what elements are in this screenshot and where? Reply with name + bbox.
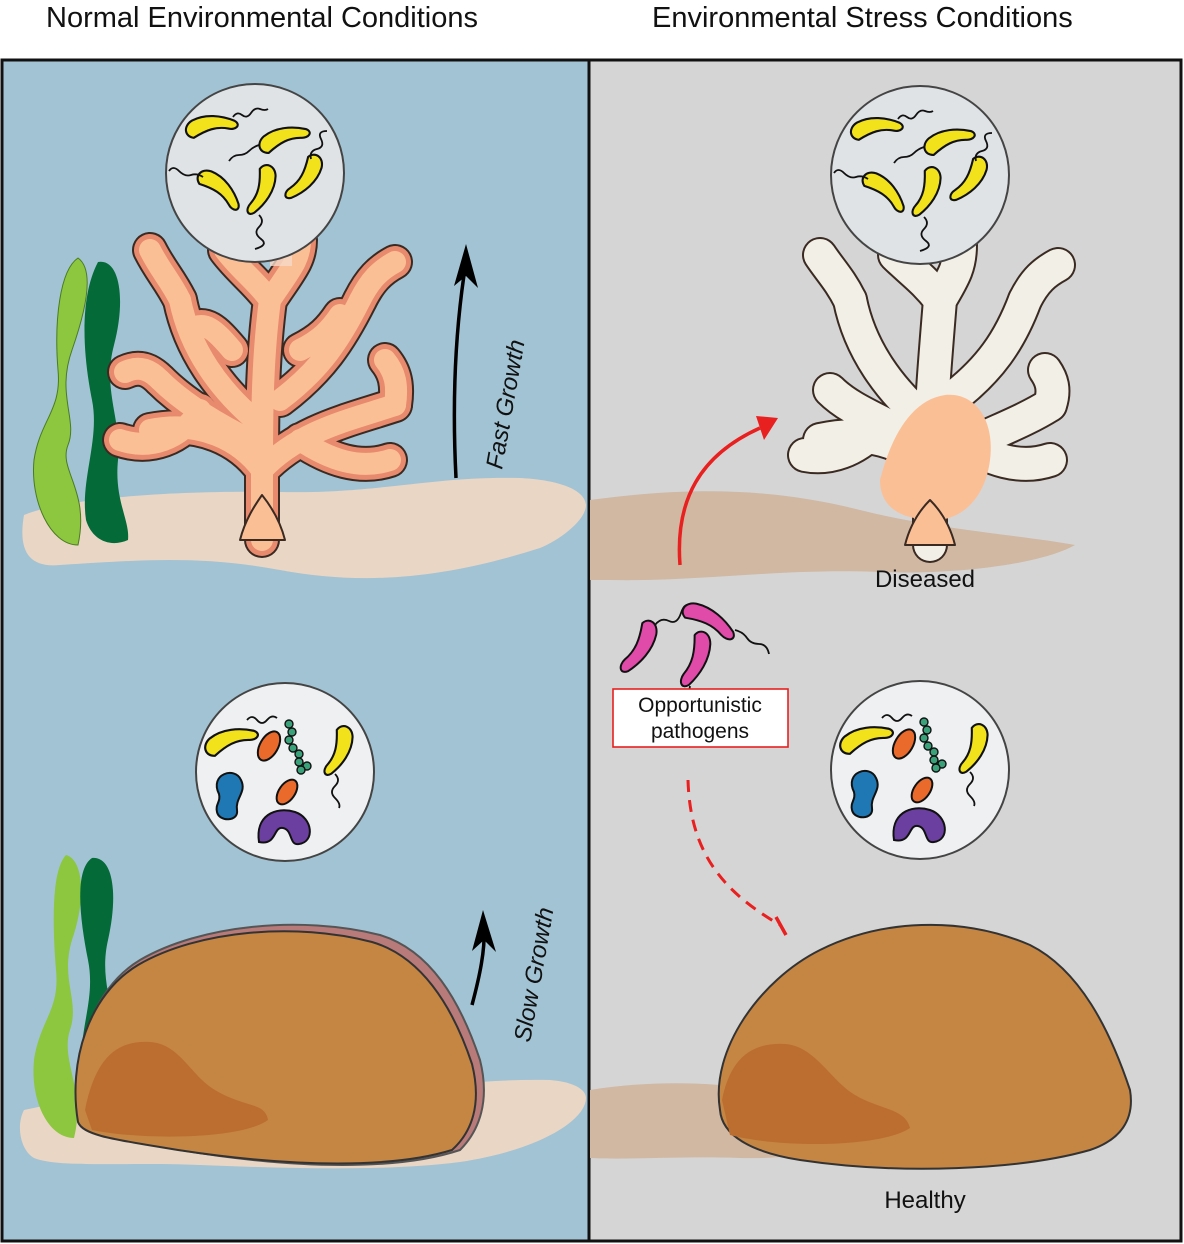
seaweed-dark-top xyxy=(84,261,129,544)
inhibition-arrow xyxy=(686,779,781,927)
inhibition-bar xyxy=(774,916,788,936)
infection-arrowhead xyxy=(756,416,778,440)
branching-coral-diseased xyxy=(787,227,1076,563)
microbiome-circle-bottom-right xyxy=(831,681,1009,859)
branching-coral-healthy xyxy=(102,222,415,558)
massive-coral-left xyxy=(74,923,485,1166)
microbiome-circle-top-right xyxy=(831,86,1009,264)
massive-coral-right xyxy=(717,923,1132,1170)
microbiome-circle-bottom-left xyxy=(196,683,374,861)
pathogens-label-box xyxy=(612,688,789,748)
pathogens-label-line1: Opportunistic xyxy=(638,694,762,717)
diseased-label: Diseased xyxy=(875,566,975,593)
microbiome-circle-top-left xyxy=(166,84,344,262)
fast-growth-arrow xyxy=(452,261,468,479)
title-stress-conditions: Environmental Stress Conditions xyxy=(652,2,1073,34)
infection-arrow xyxy=(677,426,761,566)
sediment-left-top xyxy=(22,477,587,579)
seaweed-light-top xyxy=(32,257,88,546)
pathogens-label-line2: pathogens xyxy=(651,720,749,743)
fast-growth-arrowhead xyxy=(454,244,478,288)
slow-growth-arrowhead xyxy=(472,910,496,952)
title-normal-conditions: Normal Environmental Conditions xyxy=(46,2,478,34)
sediment-right-top xyxy=(590,491,1075,581)
seaweed-light-bottom xyxy=(33,855,82,1138)
healthy-label: Healthy xyxy=(884,1187,965,1214)
